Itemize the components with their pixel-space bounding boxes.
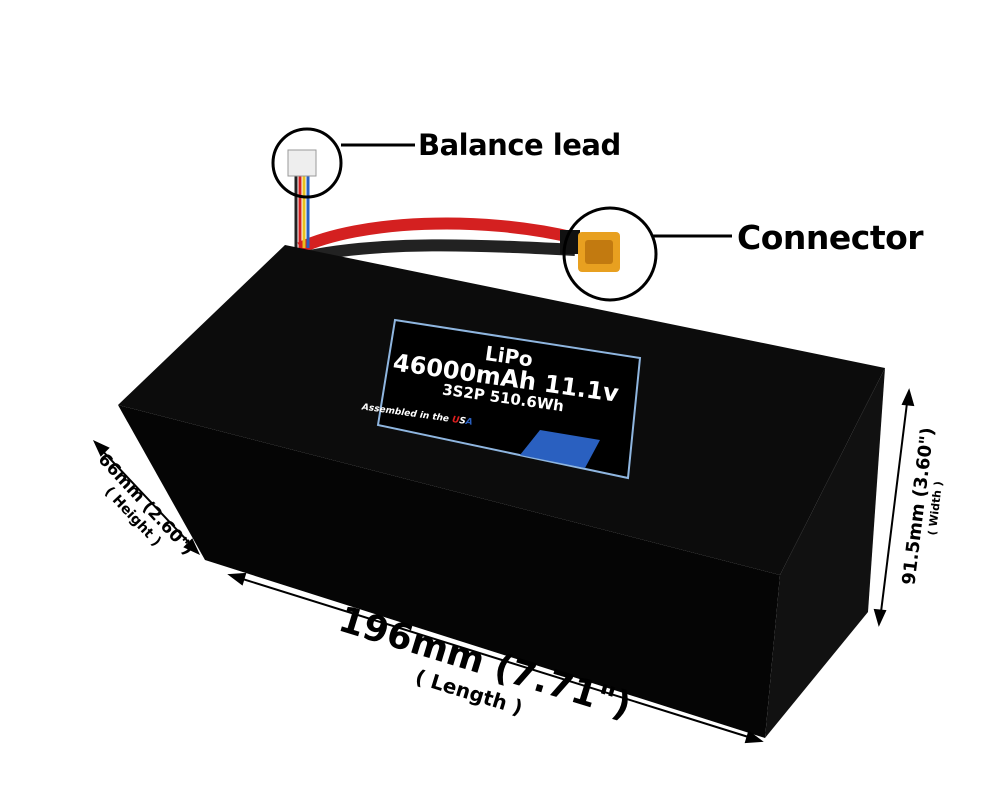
connector-callout-circle xyxy=(562,206,658,302)
connector-callout: Connector xyxy=(737,218,924,257)
balance-lead-callout: Balance lead xyxy=(418,128,621,162)
balance-lead-wires xyxy=(287,149,317,248)
battery-front-face xyxy=(118,405,780,738)
length-dimension-arrow xyxy=(227,572,764,744)
usa-a: A xyxy=(464,416,474,428)
ma-logo xyxy=(520,430,600,468)
assembled-text: Assembled in the xyxy=(361,402,453,425)
width-dimension-arrow xyxy=(873,388,915,627)
xt-connector xyxy=(560,230,620,272)
battery-side-face xyxy=(765,368,885,738)
red-cable xyxy=(297,217,577,254)
assembled-in-usa: Assembled in the USA xyxy=(361,402,473,427)
balance-lead-callout-circle xyxy=(271,127,343,199)
black-cable xyxy=(298,239,576,264)
height-dimension-arrow xyxy=(92,439,201,556)
